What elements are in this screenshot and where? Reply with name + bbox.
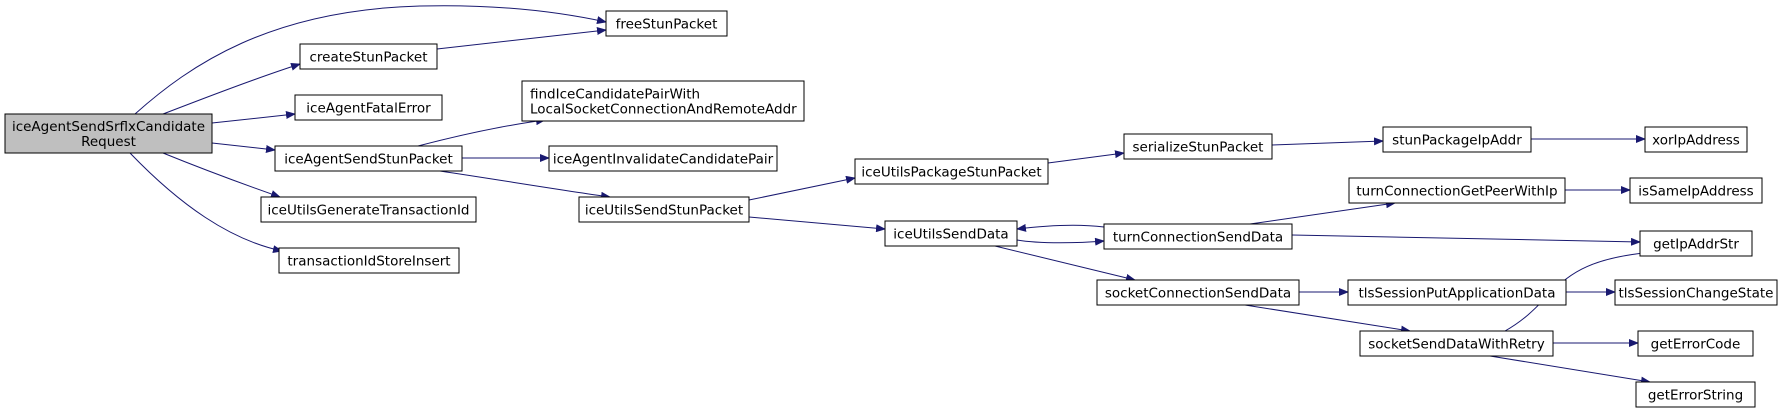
node-box bbox=[1123, 133, 1273, 160]
node-box bbox=[260, 196, 477, 223]
node-box bbox=[854, 158, 1049, 185]
node-label: isSameIpAddress bbox=[1638, 184, 1753, 200]
node-find-ice-candidate-pair[interactable]: findIceCandidatePairWithLocalSocketConne… bbox=[521, 80, 805, 122]
node-socket-connection-send-data[interactable]: socketConnectionSendData bbox=[1096, 279, 1300, 306]
node-box bbox=[4, 113, 213, 154]
node-ice-agent-invalidate-candidate-pair[interactable]: iceAgentInvalidateCandidatePair bbox=[548, 145, 778, 172]
node-free-stun-packet[interactable]: freeStunPacket bbox=[605, 10, 728, 37]
node-box bbox=[1382, 126, 1532, 153]
node-socket-send-data-with-retry[interactable]: socketSendDataWithRetry bbox=[1359, 330, 1554, 357]
node-ice-utils-send-stun-packet[interactable]: iceUtilsSendStunPacket bbox=[578, 196, 750, 223]
node-box bbox=[294, 94, 443, 121]
node-box bbox=[1637, 330, 1754, 357]
edge-socket-send-data-with-retry-to-get-error-string bbox=[1489, 355, 1651, 385]
node-box bbox=[1347, 279, 1567, 306]
node-box bbox=[1103, 223, 1293, 250]
node-get-error-code[interactable]: getErrorCode bbox=[1637, 330, 1754, 357]
node-label: iceUtilsSendStunPacket bbox=[585, 203, 743, 219]
node-box bbox=[299, 43, 438, 70]
node-label: tlsSessionPutApplicationData bbox=[1358, 286, 1555, 302]
node-transaction-id-store-insert[interactable]: transactionIdStoreInsert bbox=[278, 247, 460, 274]
node-label: iceUtilsGenerateTransactionId bbox=[267, 203, 469, 219]
node-turn-connection-send-data[interactable]: turnConnectionSendData bbox=[1103, 223, 1293, 250]
node-label: findIceCandidatePairWith bbox=[530, 87, 700, 103]
node-label: socketSendDataWithRetry bbox=[1368, 337, 1544, 353]
edge-turn-connection-send-data-to-turn-connection-get-peer-with-ip bbox=[1249, 200, 1396, 225]
edge-root-to-ice-utils-generate-transaction-id bbox=[162, 152, 281, 198]
node-get-ip-addr-str[interactable]: getIpAddrStr bbox=[1639, 230, 1753, 257]
node-label: getErrorString bbox=[1648, 388, 1743, 404]
node-label: socketConnectionSendData bbox=[1105, 286, 1291, 302]
node-xor-ip-address[interactable]: xorIpAddress bbox=[1644, 126, 1748, 153]
node-label: iceUtilsPackageStunPacket bbox=[861, 165, 1041, 181]
node-label: getIpAddrStr bbox=[1653, 237, 1739, 253]
node-is-same-ip-address[interactable]: isSameIpAddress bbox=[1629, 177, 1763, 204]
node-box bbox=[1348, 177, 1566, 204]
node-box bbox=[1359, 330, 1554, 357]
edge-turn-connection-send-data-to-ice-utils-send-data bbox=[1016, 223, 1105, 232]
node-box bbox=[1644, 126, 1748, 153]
node-label: iceAgentSendSrflxCandidate bbox=[12, 119, 205, 135]
node-tls-session-change-state[interactable]: tlsSessionChangeState bbox=[1614, 279, 1778, 306]
node-box bbox=[578, 196, 750, 223]
node-label: getErrorCode bbox=[1651, 337, 1741, 353]
node-label: iceUtilsSendData bbox=[893, 227, 1008, 243]
edge-ice-agent-send-stun-packet-to-find-ice-candidate-pair bbox=[417, 117, 546, 147]
node-label: freeStunPacket bbox=[616, 17, 718, 33]
edge-ice-agent-send-stun-packet-to-ice-utils-send-stun-packet bbox=[439, 170, 611, 200]
node-label: createStunPacket bbox=[310, 50, 428, 66]
edge-root-to-ice-agent-send-stun-packet bbox=[211, 142, 276, 153]
node-box bbox=[605, 10, 728, 37]
node-box bbox=[274, 145, 463, 172]
edge-socket-connection-send-data-to-socket-send-data-with-retry bbox=[1244, 304, 1411, 334]
edge-root-to-transaction-id-store-insert bbox=[129, 152, 283, 254]
node-ice-utils-generate-transaction-id[interactable]: iceUtilsGenerateTransactionId bbox=[260, 196, 477, 223]
edge-ice-utils-package-stun-packet-to-serialize-stun-packet bbox=[1047, 150, 1125, 164]
node-label: transactionIdStoreInsert bbox=[287, 254, 450, 270]
node-label: Request bbox=[81, 134, 136, 150]
edge-turn-connection-send-data-to-get-ip-addr-str bbox=[1291, 234, 1641, 246]
node-box bbox=[521, 80, 805, 122]
node-box bbox=[278, 247, 460, 274]
node-label: iceAgentInvalidateCandidatePair bbox=[553, 152, 774, 168]
node-label: tlsSessionChangeState bbox=[1618, 286, 1773, 302]
node-create-stun-packet[interactable]: createStunPacket bbox=[299, 43, 438, 70]
edge-ice-utils-send-data-to-turn-connection-send-data bbox=[1016, 237, 1105, 246]
node-label: turnConnectionSendData bbox=[1113, 230, 1283, 246]
edge-serialize-stun-packet-to-stun-package-ip-addr bbox=[1271, 137, 1384, 146]
edge-ice-utils-send-data-to-socket-connection-send-data bbox=[994, 245, 1136, 282]
node-box bbox=[1614, 279, 1778, 306]
node-label: LocalSocketConnectionAndRemoteAddr bbox=[530, 102, 797, 118]
node-turn-connection-get-peer-with-ip[interactable]: turnConnectionGetPeerWithIp bbox=[1348, 177, 1566, 204]
node-ice-utils-send-data[interactable]: iceUtilsSendData bbox=[884, 220, 1018, 247]
edge-ice-utils-send-stun-packet-to-ice-utils-package-stun-packet bbox=[748, 175, 856, 201]
node-label: serializeStunPacket bbox=[1133, 140, 1264, 156]
node-box bbox=[548, 145, 778, 172]
node-box bbox=[1635, 381, 1756, 408]
node-label: stunPackageIpAddr bbox=[1392, 133, 1522, 149]
node-box bbox=[1639, 230, 1753, 257]
node-ice-agent-send-stun-packet[interactable]: iceAgentSendStunPacket bbox=[274, 145, 463, 172]
node-box bbox=[884, 220, 1018, 247]
node-get-error-string[interactable]: getErrorString bbox=[1635, 381, 1756, 408]
node-label: iceAgentSendStunPacket bbox=[284, 152, 453, 168]
node-serialize-stun-packet[interactable]: serializeStunPacket bbox=[1123, 133, 1273, 160]
edge-ice-utils-send-stun-packet-to-ice-utils-send-data bbox=[748, 216, 886, 233]
node-ice-utils-package-stun-packet[interactable]: iceUtilsPackageStunPacket bbox=[854, 158, 1049, 185]
edge-root-to-create-stun-packet bbox=[162, 62, 301, 115]
node-ice-agent-fatal-error[interactable]: iceAgentFatalError bbox=[294, 94, 443, 121]
edge-root-to-free-stun-packet bbox=[134, 5, 607, 115]
edge-root-to-ice-agent-fatal-error bbox=[211, 110, 296, 124]
node-label: xorIpAddress bbox=[1652, 133, 1740, 149]
node-label: iceAgentFatalError bbox=[306, 101, 431, 117]
node-label: turnConnectionGetPeerWithIp bbox=[1356, 184, 1557, 200]
node-tls-session-put-application-data[interactable]: tlsSessionPutApplicationData bbox=[1347, 279, 1567, 306]
node-box bbox=[1096, 279, 1300, 306]
node-stun-package-ip-addr[interactable]: stunPackageIpAddr bbox=[1382, 126, 1532, 153]
node-box bbox=[1629, 177, 1763, 204]
edge-create-stun-packet-to-free-stun-packet bbox=[436, 27, 607, 50]
